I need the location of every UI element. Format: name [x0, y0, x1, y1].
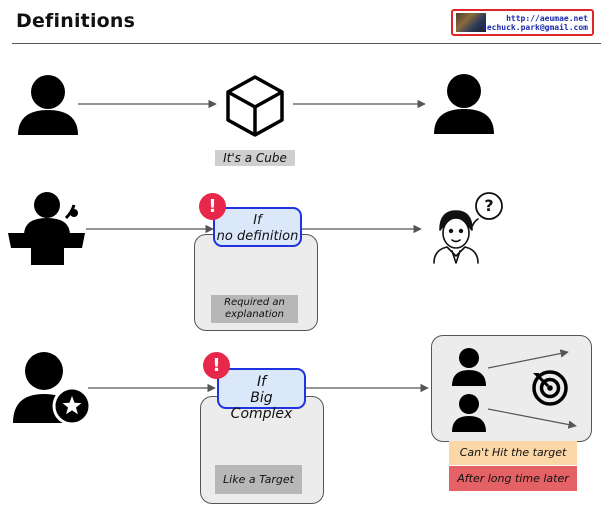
- title-divider: [12, 43, 601, 44]
- speaker-at-podium-icon: [8, 192, 85, 265]
- author-email[interactable]: lechuck.park@gmail.com: [482, 23, 588, 32]
- person-icon-result-top: [452, 348, 486, 386]
- condition-line-2: no definition: [216, 229, 299, 244]
- person-icon-left: [18, 75, 78, 135]
- author-url[interactable]: http://aeumae.net: [506, 14, 588, 23]
- condition-line-1: If: [253, 213, 262, 228]
- condition-line-1: If: [256, 374, 267, 390]
- result-miss-label: Can't Hit the target: [449, 441, 577, 465]
- explanation-note-line-1: Required an: [224, 297, 285, 308]
- condition-line-2: Big Complex: [230, 390, 293, 422]
- person-with-star-icon: [13, 352, 92, 426]
- alert-icon-row3: !: [203, 352, 230, 379]
- missed-arrow-bottom: [487, 408, 577, 429]
- person-icon-result-bottom: [452, 394, 486, 432]
- missed-arrow-top: [487, 349, 569, 369]
- page-title: Definitions: [16, 10, 136, 32]
- author-thumbnail: [456, 13, 486, 32]
- condition-box-big-complex: If Big Complex: [217, 368, 306, 422]
- result-late-label: After long time later: [449, 466, 577, 491]
- explanation-note-line-2: explanation: [225, 309, 284, 320]
- cube-icon: [226, 75, 284, 137]
- alert-icon-row2: !: [199, 193, 226, 220]
- person-icon-right: [434, 74, 494, 134]
- cube-caption: It's a Cube: [215, 150, 295, 166]
- confused-person-icon: [433, 192, 503, 264]
- target-note: Like a Target: [215, 465, 302, 494]
- target-icon-large: [532, 370, 568, 406]
- condition-box-no-definition: If no definition: [213, 207, 302, 247]
- explanation-note: Required an explanation: [211, 295, 298, 323]
- author-badge[interactable]: http://aeumae.net lechuck.park@gmail.com: [451, 9, 594, 36]
- question-mark: ?: [484, 196, 494, 215]
